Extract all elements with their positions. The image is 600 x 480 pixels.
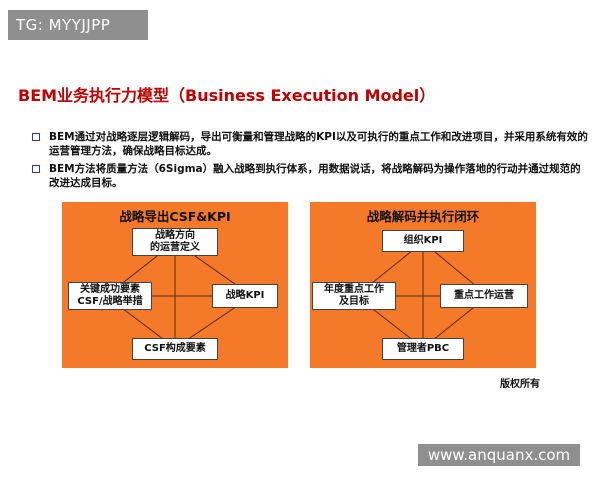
bullet-square-icon bbox=[32, 165, 40, 173]
site-label: www.anquanx.com bbox=[418, 444, 580, 466]
panel-decode-execute: 战略解码并执行闭环 组织KPI 年度重点工作 及目标 重点工作运营 管理者PBC bbox=[310, 202, 536, 368]
slide-title: BEM业务执行力模型（Business Execution Model） bbox=[18, 86, 436, 105]
copyright-note: 版权所有 bbox=[500, 379, 540, 390]
box-key-work-operation: 重点工作运营 bbox=[440, 284, 528, 308]
box-csf-elements: CSF构成要素 bbox=[132, 338, 218, 360]
bullet-square-icon bbox=[32, 133, 40, 141]
box-strategy-direction: 战略方向 的运营定义 bbox=[132, 228, 218, 256]
box-csf-initiatives: 关键成功要素 CSF/战略举措 bbox=[68, 282, 152, 310]
panel-csf-kpi: 战略导出CSF&KPI 战略方向 的运营定义 关键成功要素 CSF/战略举措 战… bbox=[62, 202, 288, 368]
bullet-list: BEM通过对战略逐层逻辑解码，导出可衡量和管理战略的KPI以及可执行的重点工作和… bbox=[32, 130, 592, 194]
box-strategy-kpi: 战略KPI bbox=[212, 284, 278, 308]
panel-title: 战略解码并执行闭环 bbox=[366, 209, 480, 224]
box-manager-pbc: 管理者PBC bbox=[382, 338, 464, 360]
panel-title: 战略导出CSF&KPI bbox=[119, 209, 231, 224]
bullet-item: BEM方法将质量方法（6Sigma）融入战略到执行体系，用数据说话，将战略解码为… bbox=[32, 162, 592, 190]
source-tag: TG: MYYJJPP bbox=[8, 10, 148, 40]
bullet-text: BEM通过对战略逐层逻辑解码，导出可衡量和管理战略的KPI以及可执行的重点工作和… bbox=[49, 131, 588, 157]
box-org-kpi: 组织KPI bbox=[382, 230, 464, 252]
bullet-item: BEM通过对战略逐层逻辑解码，导出可衡量和管理战略的KPI以及可执行的重点工作和… bbox=[32, 130, 592, 158]
box-annual-key-work: 年度重点工作 及目标 bbox=[312, 282, 396, 310]
bullet-text: BEM方法将质量方法（6Sigma）融入战略到执行体系，用数据说话，将战略解码为… bbox=[49, 163, 581, 189]
